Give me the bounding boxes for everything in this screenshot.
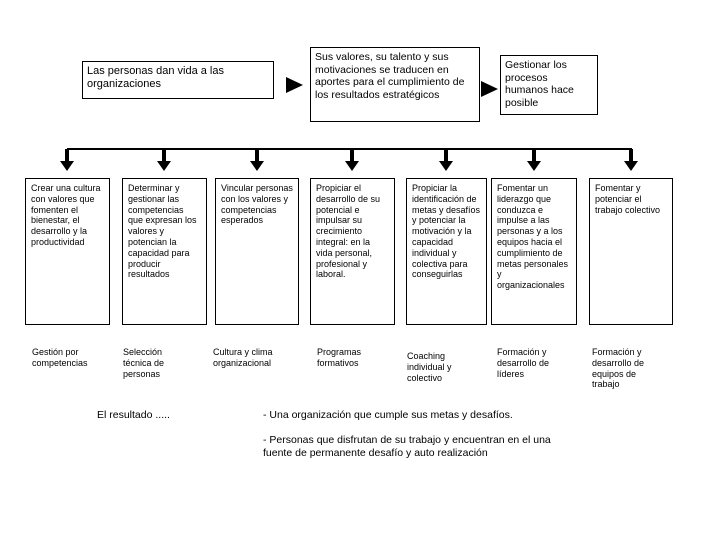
result-bullet: - Una organización que cumple sus metas …: [263, 409, 513, 421]
pillar-box-text: Fomentar un liderazgo que conduzca e imp…: [497, 183, 569, 291]
pillar-box-competencias: Determinar y gestionar las competencias …: [122, 178, 207, 325]
down-arrow-icon: [157, 149, 171, 171]
pillar-box-vincular: Vincular personas con los valores y comp…: [215, 178, 299, 325]
flow-box-valores: Sus valores, su talento y sus motivacion…: [310, 47, 480, 122]
pillar-box-metas: Propiciar la identificación de metas y d…: [406, 178, 487, 325]
down-arrow-icon: [60, 149, 74, 171]
pillar-box-desarrollo: Propiciar el desarrollo de su potencial …: [310, 178, 395, 325]
connector-line: [67, 148, 632, 150]
pillar-box-text: Propiciar el desarrollo de su potencial …: [316, 183, 381, 280]
pillar-box-text: Crear una cultura con valores que foment…: [31, 183, 101, 247]
pillar-box-cultura: Crear una cultura con valores que foment…: [25, 178, 110, 325]
pillar-label-gestion: Gestión por competencias: [32, 347, 88, 368]
pillar-box-text: Determinar y gestionar las competencias …: [128, 183, 197, 280]
pillar-label-coaching: Coaching individual y colectivo: [407, 351, 452, 383]
pillar-label-equipos: Formación y desarrollo de equipos de tra…: [592, 347, 645, 390]
down-arrow-icon: [439, 149, 453, 171]
pillar-label-cultura: Cultura y clima organizacional: [213, 347, 273, 368]
down-arrow-icon: [345, 149, 359, 171]
result-bullet: - Personas que disfrutan de su trabajo y…: [263, 434, 551, 459]
pillar-label-seleccion: Selección técnica de personas: [123, 347, 165, 379]
flow-box-personas: Las personas dan vida a las organizacion…: [82, 61, 274, 99]
down-arrow-icon: [250, 149, 264, 171]
right-arrow-icon: [481, 81, 498, 97]
pillar-label-programas: Programas formativos: [317, 347, 362, 368]
down-arrow-icon: [527, 149, 541, 171]
flow-box-gestionar: Gestionar los procesos humanos hace posi…: [500, 55, 598, 115]
pillar-box-liderazgo: Fomentar un liderazgo que conduzca e imp…: [491, 178, 577, 325]
down-arrow-icon: [624, 149, 638, 171]
right-arrow-icon: [286, 77, 303, 93]
pillar-box-text: Vincular personas con los valores y comp…: [221, 183, 293, 226]
flow-box-valores-text: Sus valores, su talento y sus motivacion…: [315, 51, 465, 101]
pillar-box-text: Fomentar y potenciar el trabajo colectiv…: [595, 183, 661, 215]
result-lead: El resultado .....: [97, 409, 170, 421]
pillar-box-colectivo: Fomentar y potenciar el trabajo colectiv…: [589, 178, 673, 325]
flow-box-personas-text: Las personas dan vida a las organizacion…: [87, 65, 224, 91]
pillar-label-lideres: Formación y desarrollo de líderes: [497, 347, 550, 379]
flow-box-gestionar-text: Gestionar los procesos humanos hace posi…: [505, 59, 574, 109]
pillar-box-text: Propiciar la identificación de metas y d…: [412, 183, 481, 280]
